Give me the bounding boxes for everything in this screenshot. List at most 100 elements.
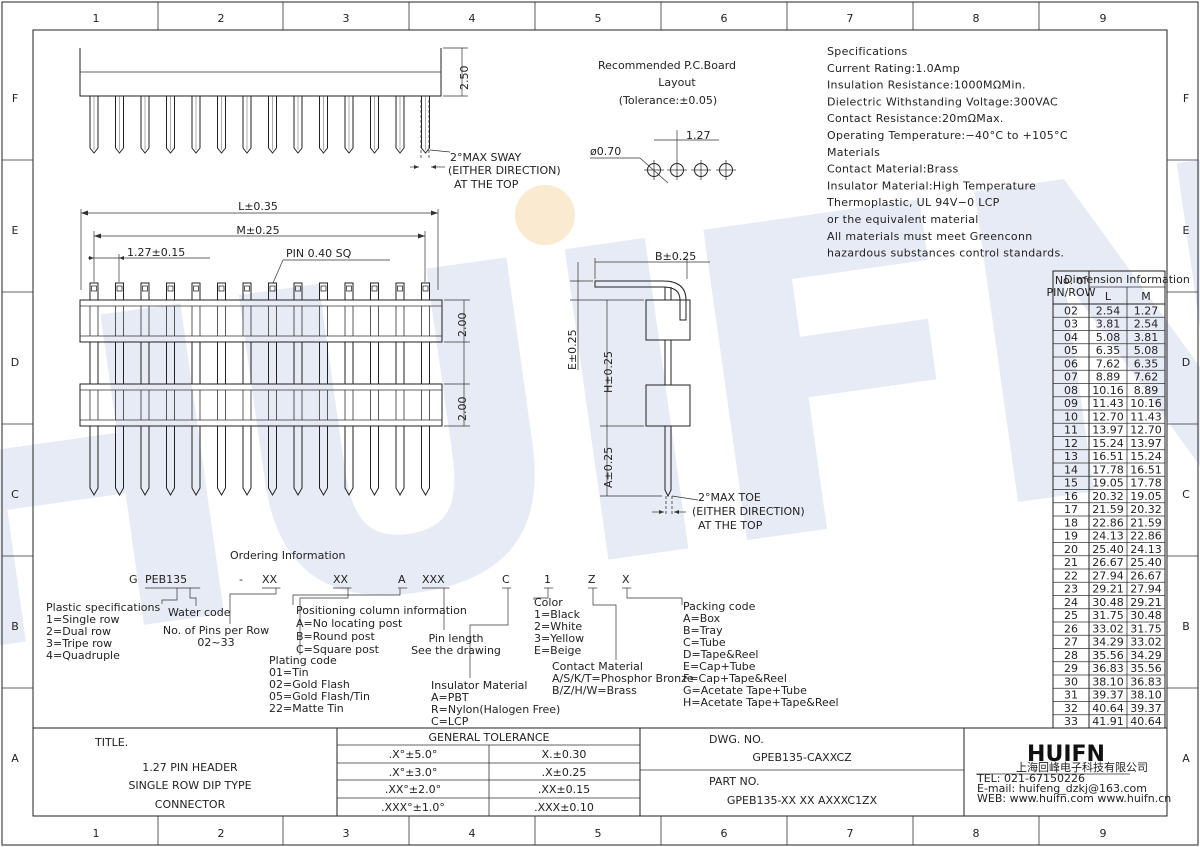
ordering-pins-line: 02~33 <box>197 636 234 649</box>
table-cell-pins: 32 <box>1064 702 1078 715</box>
side-pin-square <box>142 285 148 292</box>
side-pin-square <box>167 285 174 292</box>
side-pin-tip <box>191 282 201 301</box>
front-pin <box>115 96 124 154</box>
table-cell-pins: 29 <box>1064 662 1078 675</box>
company-web: WEB: www.huifn.com www.huifn.cn <box>977 792 1171 805</box>
spec-line: or the equivalent material <box>827 213 979 226</box>
zone-col-bottom-6: 6 <box>721 827 728 840</box>
table-cell-pins: 03 <box>1064 318 1078 331</box>
title-line-1: 1.27 PIN HEADER <box>142 761 238 774</box>
side-pin-tail <box>191 426 201 497</box>
dim-L: L±0.35 <box>238 200 278 213</box>
table-cell-L: 10.16 <box>1092 384 1124 397</box>
table-cell-pins: 21 <box>1064 556 1078 569</box>
side-pin-tail <box>89 426 99 497</box>
table-cell-M: 7.62 <box>1134 371 1159 384</box>
ordering-plating-line: 01=Tin <box>269 666 309 679</box>
table-cell-pins: 24 <box>1064 596 1078 609</box>
spec-line: Contact Resistance:20mΩMax. <box>827 112 1004 125</box>
side-pin-square <box>397 285 403 292</box>
title-block: TITLE. 1.27 PIN HEADER SINGLE ROW DIP TY… <box>32 727 1171 817</box>
table-cell-M: 22.86 <box>1130 530 1162 543</box>
table-cell-L: 34.29 <box>1092 636 1124 649</box>
toe-note-3: AT THE TOP <box>698 519 763 532</box>
toe-note-1: 2°MAX TOE <box>698 491 761 504</box>
zone-col-bottom-8: 8 <box>973 827 980 840</box>
spec-line: Dielectric Withstanding Voltage:300VAC <box>827 95 1058 108</box>
table-cell-M: 6.35 <box>1134 357 1159 370</box>
zone-col-bottom-2: 2 <box>218 827 225 840</box>
table-cell-pins: 12 <box>1064 437 1078 450</box>
company-email: E-mail: huifeng_dzkj@163.com <box>977 782 1147 795</box>
table-cell-M: 27.94 <box>1130 583 1162 596</box>
ordering-insulator-line: C=LCP <box>431 715 469 728</box>
table-cell-M: 8.89 <box>1134 384 1159 397</box>
ordering-plastic-line: Plastic specifications <box>46 601 160 614</box>
table-cell-M: 39.37 <box>1130 702 1162 715</box>
table-cell-M: 3.81 <box>1134 331 1159 344</box>
table-cell-L: 22.86 <box>1092 516 1124 529</box>
tolerance-header: GENERAL TOLERANCE <box>428 731 549 744</box>
table-cell-M: 31.75 <box>1130 622 1162 635</box>
side-pin-tail <box>268 426 277 497</box>
ordering-code-segment: - <box>239 573 243 586</box>
ordering-positioning-line: Positioning column information <box>296 604 467 617</box>
ordering-plastic-line: 2=Dual row <box>46 625 111 638</box>
dwg-no: GPEB135-CAXXCZ <box>752 751 852 764</box>
side-pin-square <box>218 285 225 292</box>
side-pin-square <box>116 285 123 292</box>
zone-row-right-F: F <box>1183 92 1189 105</box>
ordering-packing-line: C=Tube <box>683 636 726 649</box>
table-cell-M: 2.54 <box>1134 318 1159 331</box>
table-cell-L: 27.94 <box>1092 569 1124 582</box>
ordering-plastic-line: 4=Quadruple <box>46 649 120 662</box>
dim-M: M±0.25 <box>236 224 279 237</box>
ordering-pins-line: No. of Pins per Row <box>163 624 269 637</box>
table-header-M: M <box>1141 290 1151 303</box>
table-cell-M: 29.21 <box>1130 596 1162 609</box>
table-cell-M: 25.40 <box>1130 556 1162 569</box>
side-pin-tip <box>293 282 303 301</box>
side-pin-square <box>295 285 301 292</box>
ordering-code-segment: XX <box>262 573 278 586</box>
ordering-code-segment: PEB135 <box>145 573 187 586</box>
table-cell-L: 30.48 <box>1092 596 1124 609</box>
zone-col-top-1: 1 <box>93 12 100 25</box>
table-header-pin-1: No. of <box>1055 274 1088 287</box>
ordering-positioning-line: C=Square post <box>296 643 380 656</box>
zone-row-right-D: D <box>1182 356 1190 369</box>
side-pin-tail <box>319 426 328 497</box>
table-cell-M: 1.27 <box>1134 304 1159 317</box>
table-cell-pins: 09 <box>1064 397 1078 410</box>
ordering-code-segment: 1 <box>544 573 551 586</box>
side-pin-tip <box>370 282 379 301</box>
side-pin-square <box>91 285 97 292</box>
ordering-insulator-line: R=Nylon(Halogen Free) <box>431 703 560 716</box>
zone-row-right-E: E <box>1183 224 1190 237</box>
table-cell-L: 35.56 <box>1092 649 1124 662</box>
side-view: L±0.35 M±0.25 1.27±0.15 PIN 0.40 SQ 2.00… <box>79 200 470 497</box>
zone-col-top-5: 5 <box>595 12 602 25</box>
table-cell-M: 38.10 <box>1130 689 1162 702</box>
spec-line: Materials <box>827 146 880 159</box>
front-pin <box>140 96 150 154</box>
zone-col-bottom-3: 3 <box>343 827 350 840</box>
zone-row-right-A: A <box>1182 752 1190 765</box>
ordering-code-segment: X <box>622 573 630 586</box>
table-cell-pins: 20 <box>1064 543 1078 556</box>
table-cell-L: 25.40 <box>1092 543 1124 556</box>
zone-col-top-3: 3 <box>343 12 350 25</box>
side-pin-square <box>346 285 352 292</box>
table-cell-pins: 02 <box>1064 304 1078 317</box>
table-cell-L: 38.10 <box>1092 675 1124 688</box>
sway-note-3: AT THE TOP <box>454 178 519 191</box>
side-pin-tip <box>344 282 354 301</box>
ordering-packing-line: Packing code <box>683 600 756 613</box>
dimension-table: No. of PIN/ROW Dimension Information L M… <box>1047 270 1190 729</box>
sway-note-2: (EITHER DIRECTION) <box>448 164 561 177</box>
table-cell-L: 33.02 <box>1092 622 1124 635</box>
front-pin <box>319 96 328 154</box>
